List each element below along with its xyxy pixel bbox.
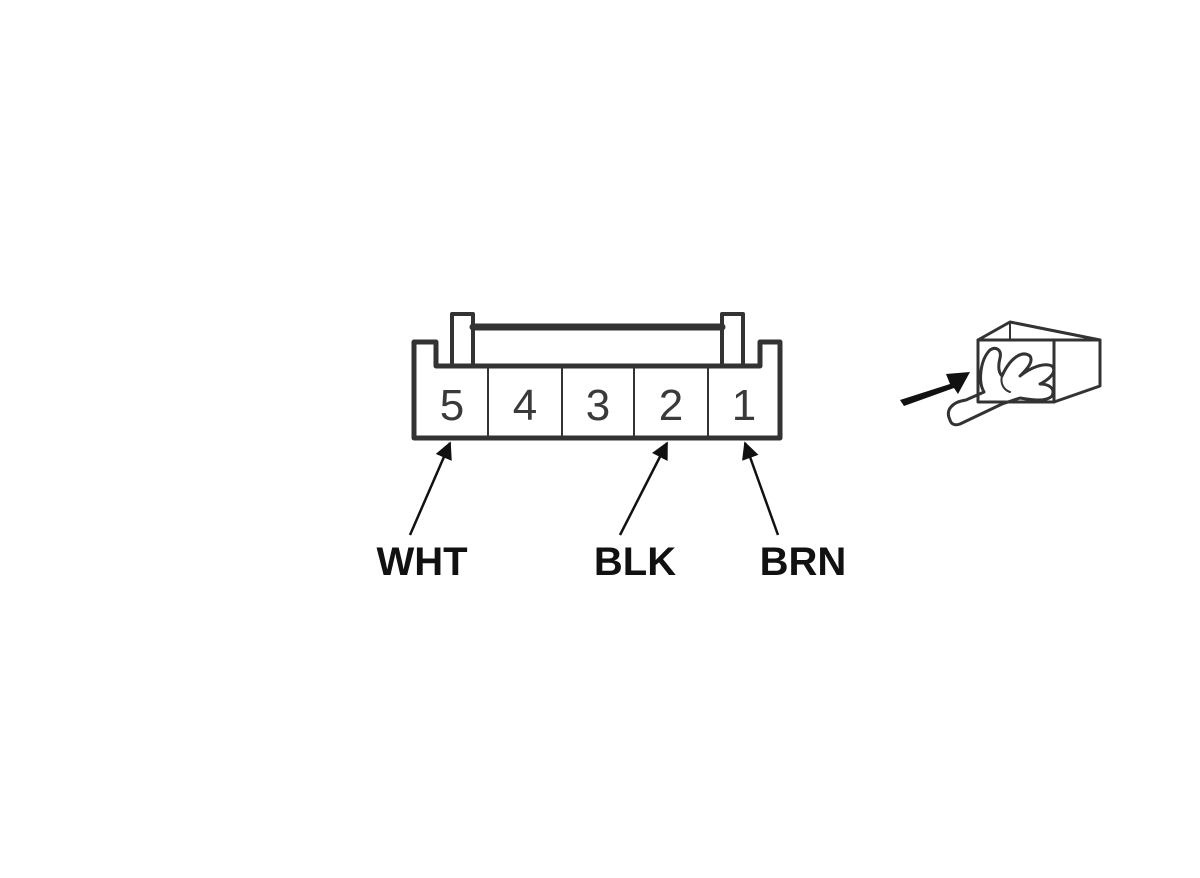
wire-arrows [408,441,780,536]
pin-number: 5 [440,381,464,430]
pin-number: 1 [732,381,756,430]
arrow-blk [618,441,669,536]
connector-housing: 5 4 3 2 1 [411,312,783,441]
wire-label-brn: BRN [760,540,847,584]
arrow-wht [408,441,452,536]
pin-numbers: 5 4 3 2 1 [440,381,756,430]
push-arrow-icon [900,372,970,406]
wire-labels: WHT BLK BRN [376,540,846,584]
pin-number: 4 [513,381,537,430]
pin-number: 2 [659,381,683,430]
housing-outline [411,339,783,441]
wire-label-wht: WHT [376,540,467,584]
pin-dividers [487,365,709,439]
arrow-brn [742,441,780,536]
hand-pushing-connector-icon [900,320,1102,427]
pin-number: 3 [586,381,610,430]
lock-tab-left [450,312,475,368]
wire-label-blk: BLK [594,540,676,584]
lock-tab-right [720,312,745,368]
